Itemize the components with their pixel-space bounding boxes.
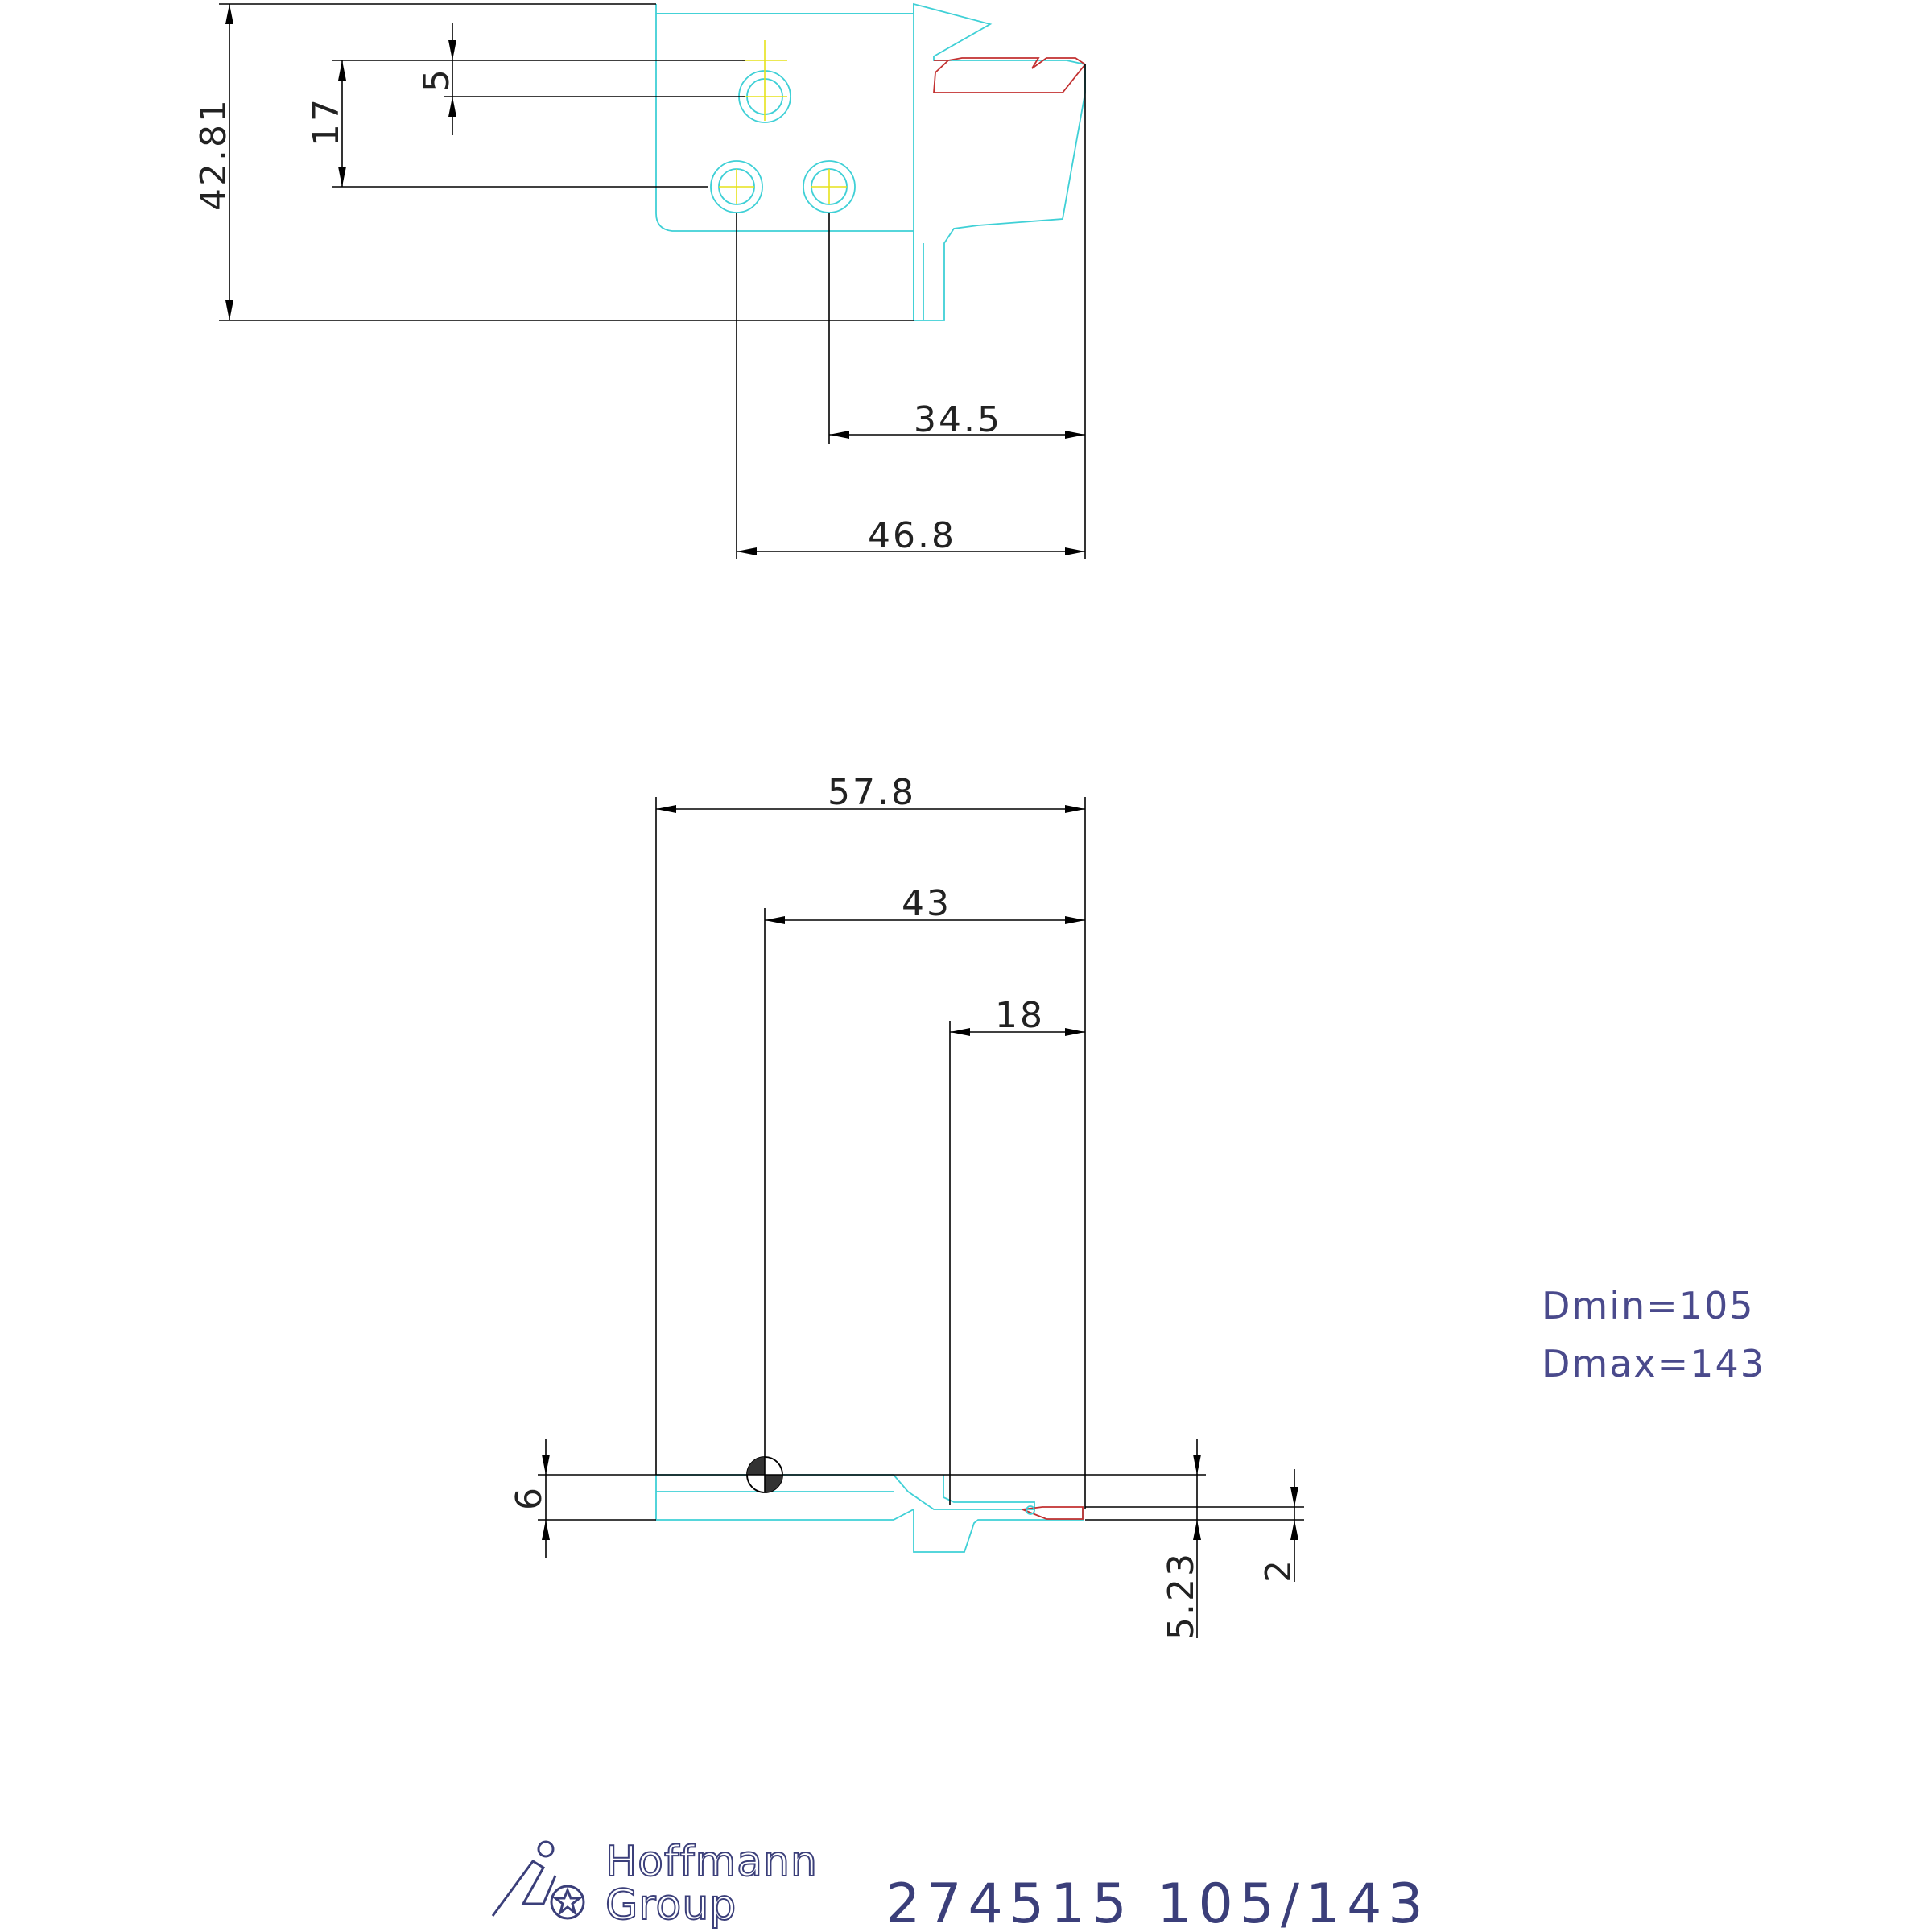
side-view: 57.8 43 18 6 5.23 2: [509, 772, 1304, 1640]
mounting-hole-2: [710, 160, 763, 213]
dim-overall-length: 57.8: [828, 772, 916, 813]
dim-blade-length: 18: [995, 995, 1045, 1036]
mounting-hole-1: [738, 40, 791, 123]
insert-outline-top: [933, 57, 1087, 93]
tool-blade-side: [893, 1474, 1035, 1510]
dim-hole2-to-tip: 46.8: [868, 515, 956, 556]
dim-tip-height: 5.23: [1161, 1551, 1202, 1640]
title-block: Hoffmann Group 274515 105/143: [491, 1837, 1430, 1932]
tool-body-outline-top: [655, 2, 1086, 321]
insert-outline-side: [1022, 1506, 1084, 1520]
top-view: 42.81 17 5 34.5 46.8: [193, 2, 1087, 559]
dim-hole1-to-tip: 34.5: [914, 399, 1002, 440]
note-dmin: Dmin=105: [1542, 1284, 1755, 1327]
note-dmax: Dmax=143: [1542, 1342, 1765, 1385]
mounting-hole-3: [803, 160, 856, 213]
diameter-notes: Dmin=105 Dmax=143: [1542, 1284, 1765, 1385]
dim-hole-offset: 5: [416, 67, 457, 92]
hoffmann-logo: Hoffmann Group: [491, 1837, 818, 1930]
tool-body-outline-side: [655, 1475, 1084, 1553]
dim-shank-height: 6: [509, 1485, 550, 1510]
logo-line-1: Hoffmann: [605, 1838, 818, 1886]
logo-line-2: Group: [605, 1881, 737, 1930]
part-number: 274515 105/143: [886, 1872, 1430, 1932]
dim-hole-spacing: 17: [306, 97, 347, 147]
dim-insert-width: 2: [1258, 1558, 1299, 1583]
gear-icon: [550, 1885, 585, 1920]
dim-pivot-to-tip: 43: [902, 883, 952, 924]
center-of-rotation-mark: [746, 1456, 783, 1493]
dim-overall-height: 42.81: [193, 97, 234, 211]
